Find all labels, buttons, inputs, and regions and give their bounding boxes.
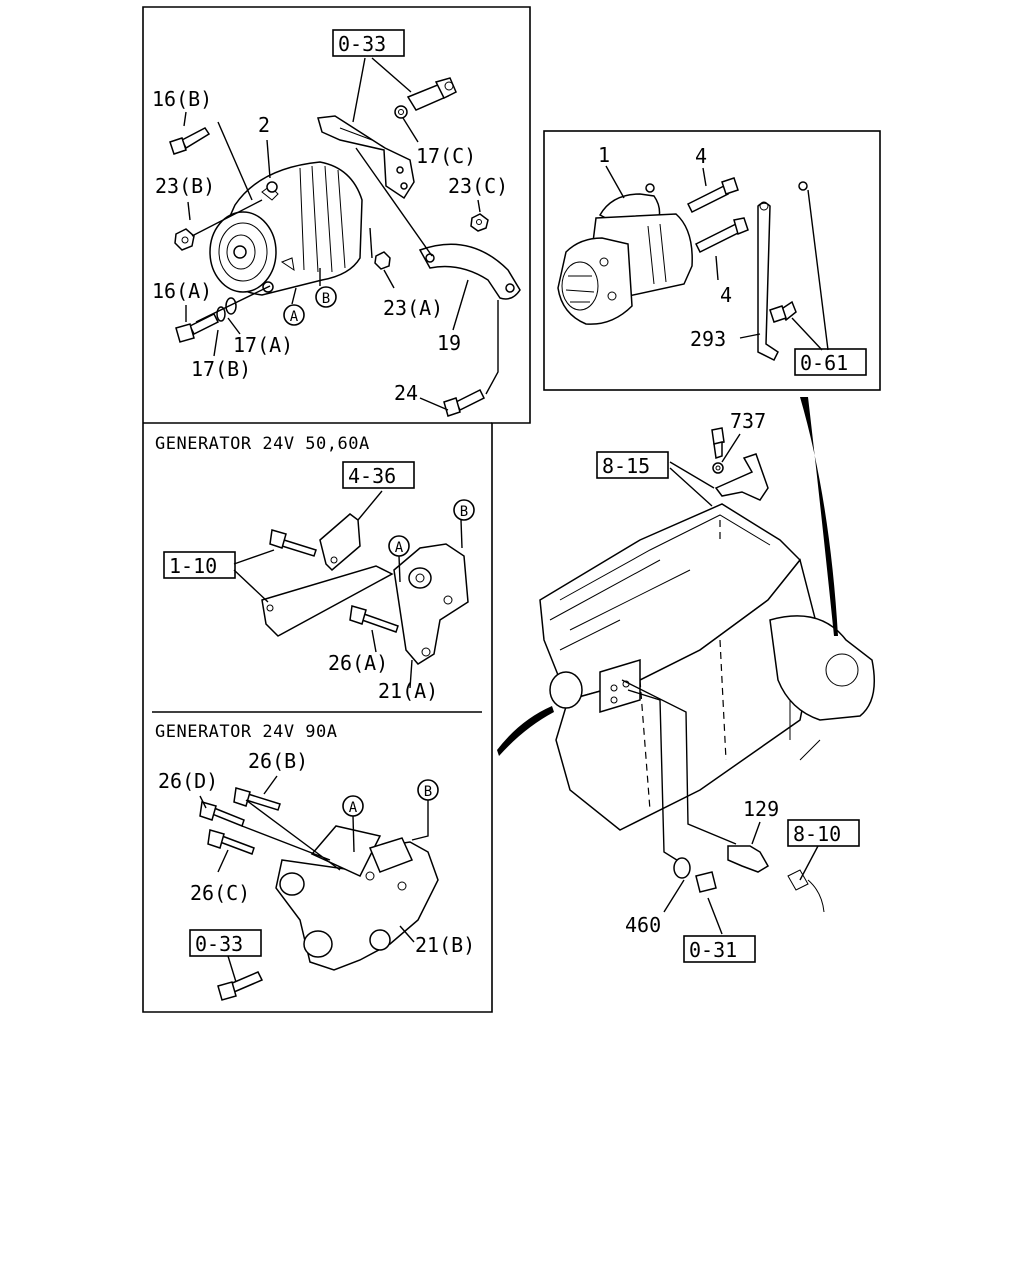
ref-box-8-10: 8-10 <box>787 819 860 847</box>
bolt-26c <box>207 829 255 855</box>
top-panel-leaders <box>183 57 499 411</box>
marker-b-gen2: B <box>417 779 439 801</box>
ref-label: 0-33 <box>338 32 386 56</box>
bolt-0-61 <box>769 181 808 323</box>
panel-frames <box>142 6 881 1013</box>
part-label-129: 129 <box>743 797 779 821</box>
ref-box-0-33-bottom: 0-33 <box>189 929 262 957</box>
bracket-21b <box>275 825 439 971</box>
ref-box-4-36: 4-36 <box>342 461 415 489</box>
bracket-4-36 <box>319 513 361 572</box>
bolt-4-upper <box>686 177 739 214</box>
part-label-16a: 16(A) <box>152 279 212 303</box>
nut-23a <box>374 251 391 270</box>
sensor-129 <box>727 845 825 913</box>
part-label-24: 24 <box>394 381 418 405</box>
engine-block <box>539 503 875 831</box>
header-generator-50-60a: GENERATOR 24V 50,60A <box>155 434 370 454</box>
bolt-4-lower <box>694 217 749 254</box>
part-label-4-top: 4 <box>695 144 707 168</box>
arrow-swoosh-left <box>497 706 554 756</box>
part-label-23a: 23(A) <box>383 296 443 320</box>
arrow-swoosh-right <box>800 397 838 636</box>
part-label-17b: 17(B) <box>191 357 251 381</box>
bracket-8-15 <box>711 427 769 501</box>
adjust-bracket <box>317 115 415 200</box>
ref-box-1-10: 1-10 <box>163 551 236 579</box>
stay-1-10 <box>261 565 394 637</box>
part-label-460: 460 <box>625 913 661 937</box>
ref-label: 1-10 <box>169 554 217 578</box>
marker-letter: B <box>322 291 330 307</box>
part-label-2: 2 <box>258 113 270 137</box>
starter-leaders <box>605 165 829 351</box>
ref-label: 8-10 <box>793 822 841 846</box>
marker-letter: A <box>349 800 358 816</box>
part-label-21b: 21(B) <box>415 933 475 957</box>
marker-a-top: A <box>283 304 305 326</box>
marker-letter: A <box>395 540 404 556</box>
part-label-293: 293 <box>690 327 726 351</box>
nut-23b <box>174 228 195 251</box>
marker-a-gen1: A <box>388 535 410 557</box>
plug-0-31 <box>673 857 717 893</box>
part-label-26c: 26(C) <box>190 881 250 905</box>
bolt-0-33-top <box>406 77 457 111</box>
ref-label: 0-31 <box>689 938 737 962</box>
tension-bar-19 <box>418 243 521 300</box>
part-label-26a: 26(A) <box>328 651 388 675</box>
ref-label: 4-36 <box>348 464 396 488</box>
marker-a-gen2: A <box>342 795 364 817</box>
gen1-leaders <box>233 490 463 689</box>
marker-letter: B <box>424 784 432 800</box>
starter-motor <box>557 183 693 325</box>
cable-293 <box>757 201 779 362</box>
ref-label: 8-15 <box>602 454 650 478</box>
header-generator-90a: GENERATOR 24V 90A <box>155 722 338 742</box>
bracket-21a <box>393 543 469 665</box>
part-label-1: 1 <box>598 143 610 167</box>
bolt-26a <box>349 605 399 633</box>
part-label-737: 737 <box>730 409 766 433</box>
washer-17c <box>394 105 408 119</box>
part-label-16b: 16(B) <box>152 87 212 111</box>
ref-box-0-31: 0-31 <box>683 935 756 963</box>
bolt-26b <box>233 787 281 811</box>
part-label-17c: 17(C) <box>416 144 476 168</box>
part-label-23c: 23(C) <box>448 174 508 198</box>
ref-box-0-33-top: 0-33 <box>332 29 405 57</box>
part-label-21a: 21(A) <box>378 679 438 703</box>
bolt-16b <box>169 127 211 155</box>
ref-box-8-15: 8-15 <box>596 451 669 479</box>
bolt-0-33-bottom <box>217 971 264 1001</box>
bolt-26d <box>199 801 245 827</box>
ref-label: 0-61 <box>800 351 848 375</box>
part-label-19: 19 <box>437 331 461 355</box>
washers-17a-17b <box>216 297 237 322</box>
bolt-24 <box>443 388 486 417</box>
marker-b-top: B <box>315 286 337 308</box>
part-label-17a: 17(A) <box>233 333 293 357</box>
bolt-16a <box>175 312 220 343</box>
part-label-4-bottom: 4 <box>720 283 732 307</box>
nut-23c <box>470 213 489 232</box>
ref-box-0-61: 0-61 <box>794 348 867 376</box>
alternator-assembly <box>209 161 363 296</box>
marker-letter: B <box>460 504 468 520</box>
ref-label: 0-33 <box>195 932 243 956</box>
marker-b-gen1: B <box>453 499 475 521</box>
part-label-23b: 23(B) <box>155 174 215 198</box>
part-label-26b: 26(B) <box>248 749 308 773</box>
marker-letter: A <box>290 309 299 325</box>
gen2-leaders <box>199 775 429 983</box>
part-label-26d: 26(D) <box>158 769 218 793</box>
engine-leaders <box>621 433 819 935</box>
bolt-1-10 <box>269 529 317 557</box>
